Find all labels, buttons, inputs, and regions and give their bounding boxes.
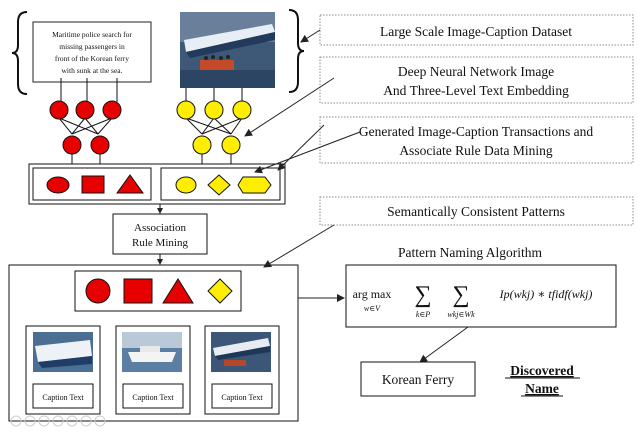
caption-text-label-3: Caption Text: [221, 393, 263, 402]
association-line-2: Rule Mining: [132, 237, 188, 249]
callout-patterns-text: Semantically Consistent Patterns: [387, 204, 565, 219]
caption-line-2: missing passengers in: [59, 42, 125, 51]
left-brace: [11, 11, 28, 95]
caption-line-1: Maritime police search for: [52, 30, 132, 39]
caption-text-label-2: Caption Text: [132, 393, 174, 402]
pattern-panel-3: Caption Text: [204, 325, 280, 415]
pattern-panel-2: Caption Text: [115, 325, 191, 415]
red-node-2-1: [62, 135, 82, 155]
pattern-panel-1: Caption Text: [25, 325, 101, 415]
callout-transactions-line-1: Generated Image-Caption Transactions and: [359, 124, 594, 139]
yellow-node-1-1: [176, 100, 196, 120]
dataset-caption-box: Maritime police search for missing passe…: [32, 21, 152, 83]
caption-line-4: with sunk at the sea.: [61, 66, 122, 75]
yellow-node-2-1: [192, 135, 212, 155]
formula-sum-2: ∑: [452, 282, 469, 308]
red-network-edges: [58, 78, 118, 168]
yellow-diamond-icon: [207, 174, 231, 196]
caption-line-3: front of the Korean ferry: [55, 54, 129, 63]
callout-dataset: Large Scale Image-Caption Dataset: [319, 14, 634, 46]
formula-box: arg max w∈V ∑ k∈P ∑ wkj∈Wk Ip(wkj) ∗ tfi…: [345, 264, 617, 328]
formula-sum-1-subscript: k∈P: [416, 310, 430, 319]
result-box: Korean Ferry: [360, 361, 476, 397]
callout-patterns: Semantically Consistent Patterns: [319, 196, 634, 226]
pattern-diamond-icon: [207, 278, 233, 304]
yellow-network-edges: [185, 88, 243, 168]
caption-text-label-1: Caption Text: [42, 393, 84, 402]
callout-embedding-line-1: Deep Neural Network Image: [398, 64, 554, 79]
red-node-1-2: [75, 100, 95, 120]
red-circle-icon: [46, 176, 70, 194]
callout-embedding-line-2: And Three-Level Text Embedding: [383, 83, 569, 98]
yellow-transaction-shapes: [175, 174, 272, 196]
callout-arrows: [244, 29, 361, 268]
red-node-2-2: [90, 135, 110, 155]
red-triangle-icon: [116, 174, 144, 194]
pattern-naming-title: Pattern Naming Algorithm: [398, 245, 542, 260]
watermark-circles: [10, 415, 106, 427]
formula-sum-1: ∑: [414, 282, 431, 308]
yellow-node-2-2: [221, 135, 241, 155]
association-line-1: Association: [134, 222, 186, 234]
callout-transactions: Generated Image-Caption Transactions and…: [319, 116, 634, 164]
red-network-nodes: [49, 100, 122, 155]
pattern-circle-icon: [85, 278, 111, 304]
discovered-name-label: Discovered Name: [505, 363, 580, 397]
discovered-label-line-2: Name: [525, 381, 559, 396]
pattern-square-icon: [123, 278, 153, 304]
formula-argmax-subscript: w∈V: [364, 304, 381, 313]
callout-transactions-line-2: Associate Rule Data Mining: [399, 143, 553, 158]
formula-body: Ip(wkj) ∗ tfidf(wkj): [499, 287, 593, 301]
callout-embedding: Deep Neural Network Image And Three-Leve…: [319, 56, 634, 104]
red-node-1-1: [49, 100, 69, 120]
callout-dataset-text: Large Scale Image-Caption Dataset: [380, 24, 572, 39]
yellow-circle-icon: [175, 176, 197, 194]
discovered-label-line-1: Discovered: [510, 363, 574, 378]
dataset-ferry-photo: [180, 12, 275, 88]
formula-argmax: arg max: [353, 287, 392, 301]
result-box-text: Korean Ferry: [382, 372, 455, 387]
yellow-node-1-2: [204, 100, 224, 120]
yellow-node-1-3: [232, 100, 252, 120]
red-node-1-3: [102, 100, 122, 120]
red-square-icon: [81, 175, 105, 194]
association-rule-box: Association Rule Mining: [112, 213, 208, 255]
formula-sum-2-subscript: wkj∈Wk: [447, 310, 475, 319]
yellow-hexagon-icon: [237, 176, 272, 194]
pattern-shapes: [85, 278, 233, 304]
red-transaction-shapes: [46, 174, 144, 194]
arrow-to-result: [419, 326, 469, 363]
pattern-triangle-icon: [162, 278, 194, 304]
right-brace: [288, 9, 305, 93]
yellow-network-nodes: [176, 100, 252, 155]
